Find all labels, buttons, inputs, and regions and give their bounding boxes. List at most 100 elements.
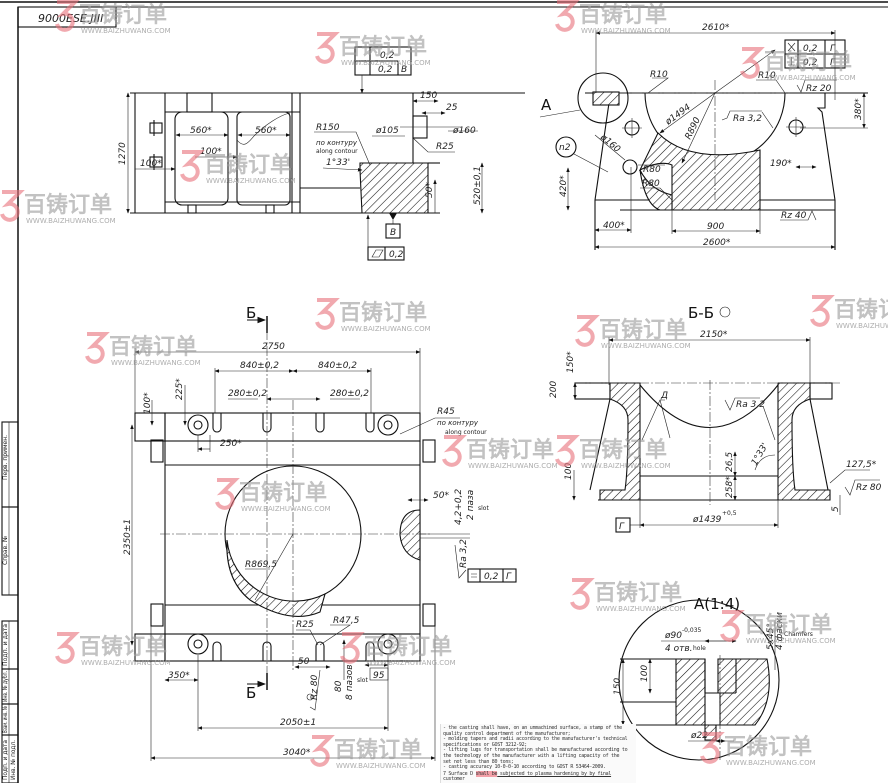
roughness-ra32: Ra 3,2 (733, 114, 762, 124)
along-contour-en: along contour (316, 148, 358, 155)
stamp-label: Инв. № дубл. (2, 671, 9, 702)
watermark-brand: 百铸订单 (24, 192, 112, 218)
watermark-url: WWW.BAIZHUWANG.COM (241, 505, 331, 513)
slots-top (212, 413, 375, 433)
watermark-brand: 百铸订单 (744, 612, 832, 638)
dim-r25: R25 (296, 620, 314, 630)
dim-100-left: 100* (140, 159, 162, 169)
stamp-label: Инв. № подл. (10, 740, 17, 780)
detail-a-title: A(1:4) (694, 595, 740, 613)
dim-280-left: 280±0,2 (228, 389, 267, 399)
dim-slot-count-bottom: 8 пазов (345, 664, 355, 700)
dim-2600: 2600* (703, 238, 731, 248)
watermark-logo-icon (55, 632, 80, 664)
dim-520: 520±0,1 (473, 166, 483, 205)
watermark-brand: 百铸订单 (204, 152, 292, 178)
along-contour-en: along contour (445, 429, 487, 436)
dim-265: 26,5 (725, 452, 735, 472)
dim-250: 250* (220, 439, 242, 449)
dim-80: 80 (334, 680, 344, 692)
dim-5: 5 (831, 506, 841, 512)
dim-100: 100* (143, 392, 153, 414)
dim-560-right: 560* (255, 126, 277, 136)
parallelism-value: 0,2 (484, 572, 499, 582)
note-7-c: customer (443, 776, 465, 783)
section-mark-top: Б (246, 304, 256, 322)
datum-b: B (390, 228, 396, 238)
dim-95: 95 (373, 671, 385, 681)
dim-slot-width: 4,2+0,2 (454, 489, 464, 525)
top-tol-2: 0,2 (378, 65, 393, 75)
dim-angle: 1°33' (750, 442, 771, 468)
dim-slot-count: 2 паза (466, 490, 476, 520)
watermark-brand: 百铸订单 (339, 34, 427, 60)
dim-r475: R47,5 (333, 616, 360, 626)
note-line: set not less than 80 tons; (443, 758, 514, 765)
dim-190: 190* (770, 159, 792, 169)
roughness-rz80: Rz 80 (310, 674, 320, 700)
watermark-url: WWW.BAIZHUWANG.COM (341, 59, 431, 67)
watermark-brand: 百铸订单 (239, 480, 327, 506)
watermark-brand: 百铸订单 (364, 634, 452, 660)
watermark-url: WWW.BAIZHUWANG.COM (206, 177, 296, 185)
dim-100-mid: 100* (200, 147, 222, 157)
notes-lines: - the casting shall have, on an unmachin… (443, 725, 634, 771)
dim-3040: 3040* (283, 748, 311, 758)
dim-1275: 127,5* (846, 460, 877, 470)
section-mark-bottom: Б (246, 684, 256, 702)
datum-g: Г (619, 522, 625, 532)
along-contour-ru: по контуру (437, 419, 479, 427)
detail-a-callout[interactable] (577, 72, 629, 124)
dim-50: 50* (425, 182, 435, 198)
dim-100: 100 (640, 665, 650, 682)
detail-a-label: A (541, 96, 552, 114)
watermark-brand: 百铸订单 (834, 297, 888, 323)
dim-dia160: ø160 (597, 132, 622, 155)
stamp-label: Справ. № (2, 536, 9, 565)
stamp-label: Перв. примен. (2, 435, 9, 480)
watermark-logo-icon (340, 632, 365, 664)
dim-dia1494: ø1494 (663, 102, 693, 128)
dim-420: 420* (559, 175, 569, 197)
dim-150: 150* (566, 351, 576, 373)
chamfer-size: 5х45° (766, 623, 776, 650)
watermark-logo-icon (570, 578, 595, 610)
watermark-url: WWW.BAIZHUWANG.COM (836, 322, 888, 330)
watermark-url: WWW.BAIZHUWANG.COM (581, 462, 671, 470)
watermark-logo-icon (740, 47, 765, 79)
dim-r890: R890 (684, 116, 703, 142)
dim-dia1439-tol: +0,5 (722, 510, 737, 517)
dim-angle: 1°33' (326, 158, 350, 168)
tol-datum-2: Г (830, 58, 836, 68)
dim-400: 400* (603, 221, 625, 231)
dim-dia160: ø160 (452, 126, 476, 136)
tol-datum-1: Г (830, 44, 836, 54)
dim-380: 380* (854, 98, 864, 120)
dim-50: 50 (298, 657, 310, 667)
note-7: 7 Surface D shall be subjected to plasma… (443, 770, 634, 783)
roughness-rz20: Rz 20 (806, 84, 832, 94)
holes-count: 4 отв. (665, 644, 693, 654)
dim-840-left: 840±0,2 (240, 361, 279, 371)
watermark-url: WWW.BAIZHUWANG.COM (336, 762, 426, 770)
watermark-logo-icon (555, 435, 580, 467)
dim-150: 150 (613, 678, 623, 695)
watermark-logo-icon (0, 190, 25, 222)
top-tol-datum: B (401, 65, 407, 75)
dim-r10-left: R10 (650, 70, 668, 80)
watermark-logo-icon (442, 435, 467, 467)
dim-840-right: 840±0,2 (318, 361, 357, 371)
detail-a: A(1:4) ø90 -0,035 4 отв. hole 5х45° 4 фа… (613, 595, 813, 761)
side-view: 1270 560* 560* 100* 100* 150 25 ø105 ø16… (118, 46, 525, 261)
dim-50-slot: 50* (433, 491, 449, 501)
watermark-url: WWW.BAIZHUWANG.COM (81, 659, 171, 667)
dim-dia105: ø105 (375, 126, 399, 136)
note-line: - the casting shall have, on an unmachin… (443, 725, 622, 731)
flatness-value: 0,2 (389, 250, 404, 260)
tol-value-2: 0,2 (803, 58, 818, 68)
parallelism-datum: Г (506, 572, 512, 582)
